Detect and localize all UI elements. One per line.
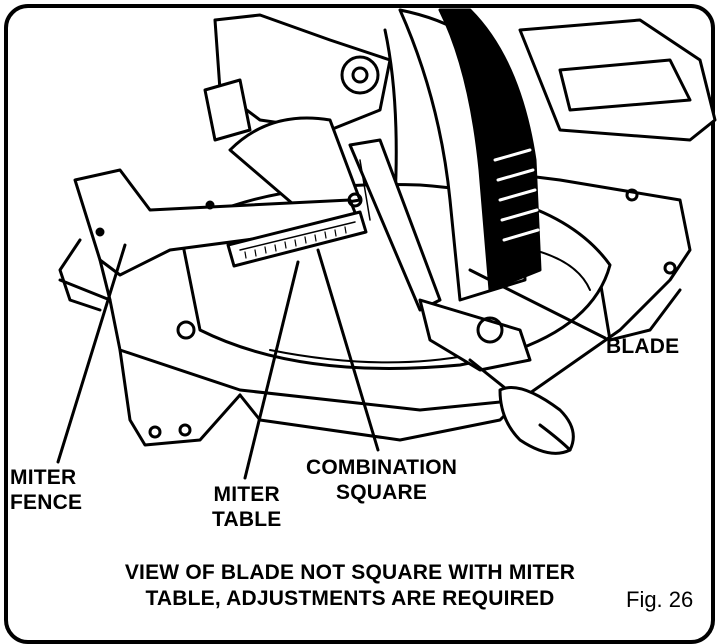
square-leader: [316, 248, 380, 452]
combination-square-label-line2: SQUARE: [336, 481, 428, 504]
combination-square: [226, 138, 442, 312]
miter-saw-illustration: [56, 8, 717, 480]
miter-table-label-line1: MITER: [213, 483, 280, 506]
leader-lines: [56, 243, 607, 480]
combination-square-label: COMBINATION SQUARE: [306, 455, 457, 505]
miter-fence-label-line2: FENCE: [10, 491, 83, 514]
figure-number: Fig. 26: [626, 587, 694, 612]
blade: [383, 8, 542, 302]
combination-square-label-line1: COMBINATION: [306, 456, 458, 479]
blade-leader: [468, 268, 607, 340]
miter-fence: [58, 168, 362, 312]
lock-knob: [418, 298, 575, 455]
miter-fence-label-line1: MITER: [10, 466, 77, 489]
caption-line2: TABLE, ADJUSTMENTS ARE REQUIRED: [145, 587, 555, 610]
fence-leader: [56, 243, 127, 464]
table-leader: [243, 260, 300, 480]
miter-fence-label: MITER FENCE: [10, 465, 82, 515]
miter-table-label: MITER TABLE: [212, 482, 281, 532]
blade-label: BLADE: [606, 335, 680, 358]
figure-caption: VIEW OF BLADE NOT SQUARE WITH MITER TABL…: [90, 560, 610, 612]
miter-table-label-line2: TABLE: [212, 508, 282, 531]
caption-line1: VIEW OF BLADE NOT SQUARE WITH MITER: [124, 561, 576, 584]
saw-head: [203, 13, 717, 212]
